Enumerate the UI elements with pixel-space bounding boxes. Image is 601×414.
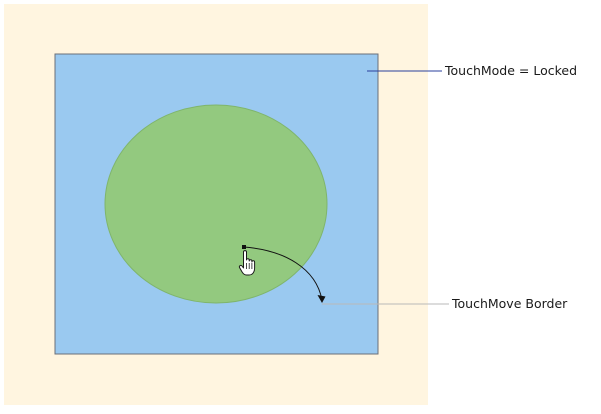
- curved-arrow-icon: [243, 246, 326, 303]
- hand-pointer-icon: [238, 250, 256, 276]
- touch-start-dot-icon: [242, 245, 246, 249]
- touch-mode-locked-label: TouchMode = Locked: [445, 63, 578, 78]
- touch-move-border-label: TouchMove Border: [452, 296, 568, 311]
- touch-element-ellipse: [104, 104, 328, 304]
